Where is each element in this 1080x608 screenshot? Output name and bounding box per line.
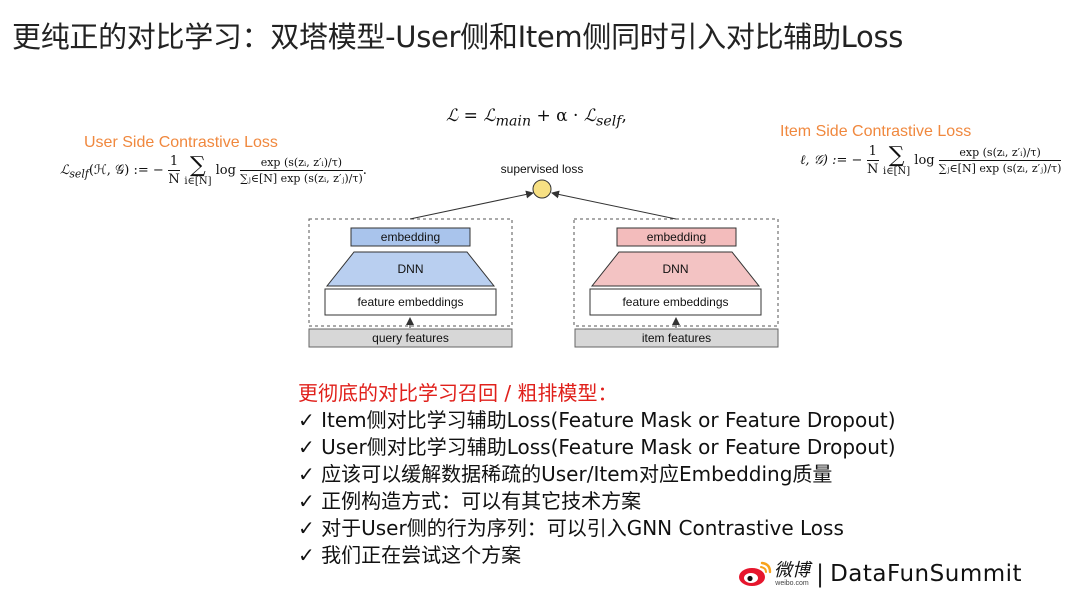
list-item: ✓ 我们正在尝试这个方案 xyxy=(298,542,896,569)
list-item: ✓ User侧对比学习辅助Loss(Feature Mask or Featur… xyxy=(298,434,896,461)
user-lhs-sub: self xyxy=(69,167,89,181)
user-lhs: ℒ xyxy=(60,163,70,178)
plus-alpha: + α · xyxy=(531,106,584,126)
item-frac-num: 1 xyxy=(866,144,879,161)
list-item-text: User侧对比学习辅助Loss(Feature Mask or Feature … xyxy=(321,435,896,459)
item-lhs: ℓ, 𝒢) := − xyxy=(800,153,863,168)
item-side-label: Item Side Contrastive Loss xyxy=(780,123,972,140)
check-icon: ✓ xyxy=(298,435,315,459)
list-item-text: Item侧对比学习辅助Loss(Feature Mask or Feature … xyxy=(321,408,896,432)
user-args: (ℋ, 𝒢) := − xyxy=(88,163,164,178)
comma: , xyxy=(621,106,627,126)
weibo-url: weibo.com xyxy=(775,579,809,587)
user-sum-sign: ∑ xyxy=(190,152,206,178)
main-subscript: main xyxy=(495,113,532,130)
user-side-label: User Side Contrastive Loss xyxy=(84,134,278,151)
main-loss-symbol: ℒ xyxy=(483,106,496,126)
check-icon: ✓ xyxy=(298,408,315,432)
left-embedding-label: embedding xyxy=(380,230,441,244)
list-item: ✓ 对于User侧的行为序列：可以引入GNN Contrastive Loss xyxy=(298,515,896,542)
user-frac-den: N xyxy=(168,172,180,187)
left-feature-label: feature embeddings xyxy=(357,295,464,309)
item-frac-den: N xyxy=(867,162,879,177)
user-log: log xyxy=(215,163,236,178)
item-sum-sign: ∑ xyxy=(888,144,905,168)
weibo-logo-icon xyxy=(739,561,772,586)
right-feature-label: feature embeddings xyxy=(622,295,729,309)
brand-divider: | xyxy=(816,560,825,588)
user-sum: ∑i∈[N] xyxy=(184,152,212,187)
left-dnn-label: DNN xyxy=(397,262,424,276)
item-fraction: exp (s(zᵢ, z′ᵢ)/τ)∑ⱼ∈[N] exp (s(zᵢ, z′ⱼ)… xyxy=(938,146,1062,175)
item-denominator: ∑ⱼ∈[N] exp (s(zᵢ, z′ⱼ)/τ) xyxy=(938,162,1062,175)
supervised-loss-node xyxy=(532,179,552,199)
check-icon: ✓ xyxy=(298,516,315,540)
self-subscript: self xyxy=(596,113,622,130)
list-item: ✓ Item侧对比学习辅助Loss(Feature Mask or Featur… xyxy=(298,407,896,434)
check-icon: ✓ xyxy=(298,462,315,486)
item-sum-sub: i∈[N] xyxy=(883,165,911,177)
weibo-cn: 微博 xyxy=(774,559,810,581)
item-numerator: exp (s(zᵢ, z′ᵢ)/τ) xyxy=(938,146,1062,161)
right-input-label: item features xyxy=(641,331,712,345)
bullet-list: 更彻底的对比学习召回 / 粗排模型： ✓ Item侧对比学习辅助Loss(Fea… xyxy=(298,380,896,569)
list-item-text: 对于User侧的行为序列：可以引入GNN Contrastive Loss xyxy=(321,516,844,540)
item-sum: ∑i∈[N] xyxy=(883,144,911,177)
right-dnn-label: DNN xyxy=(662,262,689,276)
check-icon: ✓ xyxy=(298,543,315,567)
user-fraction: exp (s(zᵢ, z′ᵢ)/τ)∑ⱼ∈[N] exp (s(zᵢ, z′ⱼ)… xyxy=(240,156,363,185)
weibo-wordmark: 微博 weibo.com xyxy=(774,559,810,587)
self-loss-symbol: ℒ xyxy=(583,106,597,126)
list-item: ✓ 正例构造方式：可以有其它技术方案 xyxy=(298,488,896,515)
brand-watermark: 微博 weibo.com | DataFunSummit xyxy=(738,556,1022,592)
supervised-loss-label: supervised loss xyxy=(500,162,584,176)
user-tail: . xyxy=(362,163,367,178)
left-input-label: query features xyxy=(372,331,449,345)
right-embedding-label: embedding xyxy=(646,230,707,244)
check-icon: ✓ xyxy=(298,489,315,513)
list-item: ✓ 应该可以缓解数据稀疏的User/Item对应Embedding质量 xyxy=(298,461,896,488)
slide-title: 更纯正的对比学习：双塔模型-User侧和Item侧同时引入对比辅助Loss xyxy=(12,20,904,54)
user-sum-sub: i∈[N] xyxy=(184,175,212,187)
bullet-heading: 更彻底的对比学习召回 / 粗排模型： xyxy=(298,381,618,405)
user-denominator: ∑ⱼ∈[N] exp (s(zᵢ, z′ⱼ)/τ) xyxy=(240,172,363,185)
list-item-text: 应该可以缓解数据稀疏的User/Item对应Embedding质量 xyxy=(321,462,833,486)
equals: = xyxy=(458,106,484,126)
list-item-text: 正例构造方式：可以有其它技术方案 xyxy=(321,489,642,513)
user-numerator: exp (s(zᵢ, z′ᵢ)/τ) xyxy=(240,156,363,171)
item-log: log xyxy=(914,153,935,168)
user-frac-num: 1 xyxy=(167,154,181,171)
main-loss-formula: ℒ = ℒmain + α · ℒself, xyxy=(446,106,627,129)
brand-name: DataFunSummit xyxy=(830,561,1023,587)
loss-symbol: ℒ xyxy=(446,106,459,126)
list-item-text: 我们正在尝试这个方案 xyxy=(321,543,522,567)
